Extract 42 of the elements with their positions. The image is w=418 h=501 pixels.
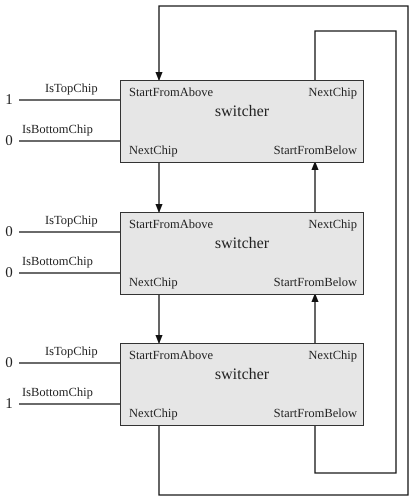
port-label: StartFromBelow: [241, 271, 361, 293]
connector-line: [19, 403, 120, 405]
block-title: switcher: [214, 235, 270, 253]
port-label: NextChip: [281, 81, 361, 103]
port-label: NextChip: [125, 139, 205, 161]
connector-line: [19, 362, 120, 364]
port-label: NextChip: [125, 402, 205, 424]
edge-label: IsTopChip: [45, 213, 98, 227]
port-label: StartFromAbove: [125, 344, 235, 366]
switcher-block: [120, 80, 364, 163]
connector-line: [19, 140, 120, 142]
port-label: NextChip: [125, 271, 205, 293]
edge-label: IsTopChip: [45, 81, 98, 95]
port-label: NextChip: [281, 213, 361, 235]
block-title: switcher: [214, 103, 270, 121]
input-value: 0: [1, 224, 17, 240]
edge-label: IsBottomChip: [22, 254, 93, 268]
block-title: switcher: [214, 366, 270, 384]
port-label: NextChip: [281, 344, 361, 366]
switcher-block: [120, 343, 364, 426]
edge-label: IsBottomChip: [22, 385, 93, 399]
port-label: StartFromBelow: [241, 139, 361, 161]
connector-line: [19, 272, 120, 274]
arrow: [311, 293, 319, 344]
input-value: 1: [1, 396, 17, 412]
port-label: StartFromAbove: [125, 213, 235, 235]
switcher-block: [120, 212, 364, 295]
port-label: StartFromBelow: [241, 402, 361, 424]
edge-label: IsBottomChip: [22, 122, 93, 136]
input-value: 0: [1, 355, 17, 371]
arrow: [311, 161, 319, 213]
input-value: 0: [1, 133, 17, 149]
arrow: [155, 5, 409, 496]
port-label: StartFromAbove: [125, 81, 235, 103]
connector-line: [19, 231, 120, 233]
connector-line: [314, 30, 397, 474]
input-value: 1: [1, 92, 17, 108]
input-value: 0: [1, 265, 17, 281]
edge-label: IsTopChip: [45, 344, 98, 358]
arrow: [155, 161, 163, 213]
arrow: [155, 293, 163, 344]
connector-line: [19, 99, 120, 101]
